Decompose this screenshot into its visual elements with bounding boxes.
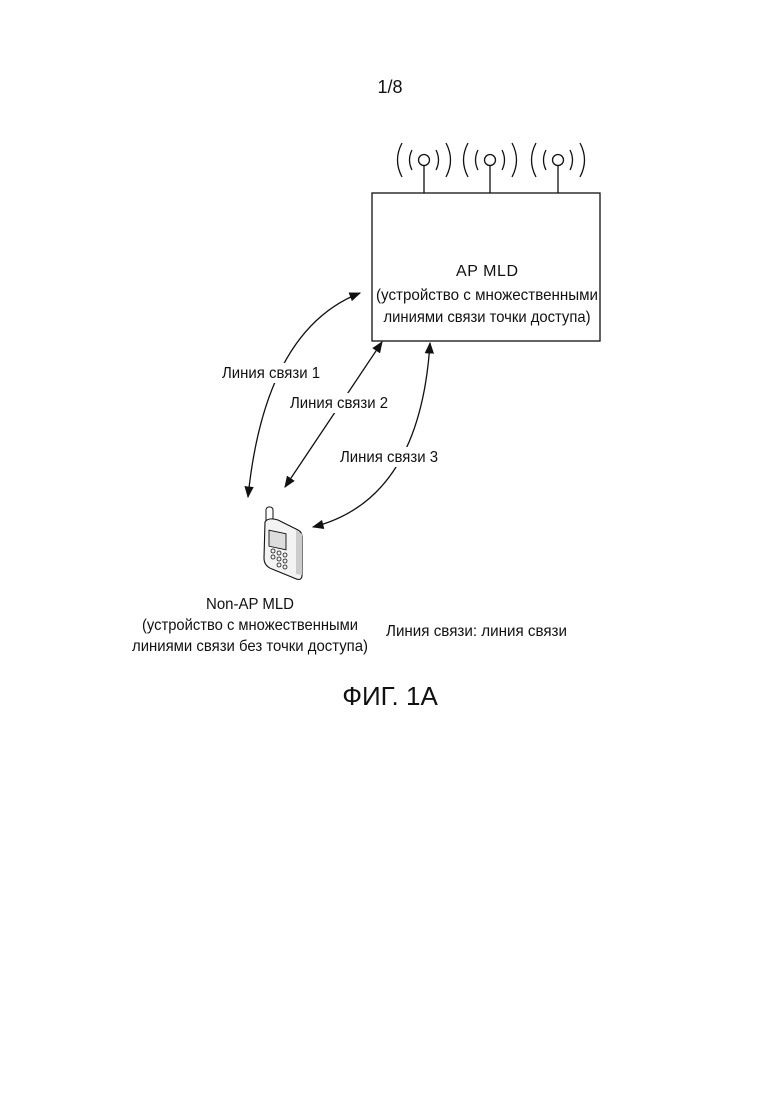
antenna-icon (464, 143, 517, 193)
antenna-icon (532, 143, 585, 193)
antenna-icon (398, 143, 451, 193)
figure-caption: ФИГ. 1А (342, 681, 438, 711)
non-ap-mld-desc-1: (устройство с множественными (142, 617, 358, 634)
legend-text: Линия связи: линия связи (386, 623, 567, 640)
non-ap-mld-title: Non-AP MLD (206, 596, 294, 613)
link-3-label: Линия связи 3 (340, 449, 438, 466)
mobile-phone-icon (264, 507, 302, 579)
link-3-arrow (313, 343, 430, 527)
antenna-icon-group (398, 143, 585, 193)
ap-mld-desc-1: (устройство с множественными (376, 287, 598, 304)
ap-mld-title: AP MLD (456, 263, 518, 280)
ap-mld-desc-2: линиями связи точки доступа) (384, 309, 591, 326)
non-ap-mld-desc-2: линиями связи без точки доступа) (132, 638, 368, 655)
page-number: 1/8 (377, 77, 402, 97)
link-1-label: Линия связи 1 (222, 365, 320, 382)
link-2-label: Линия связи 2 (290, 395, 388, 412)
